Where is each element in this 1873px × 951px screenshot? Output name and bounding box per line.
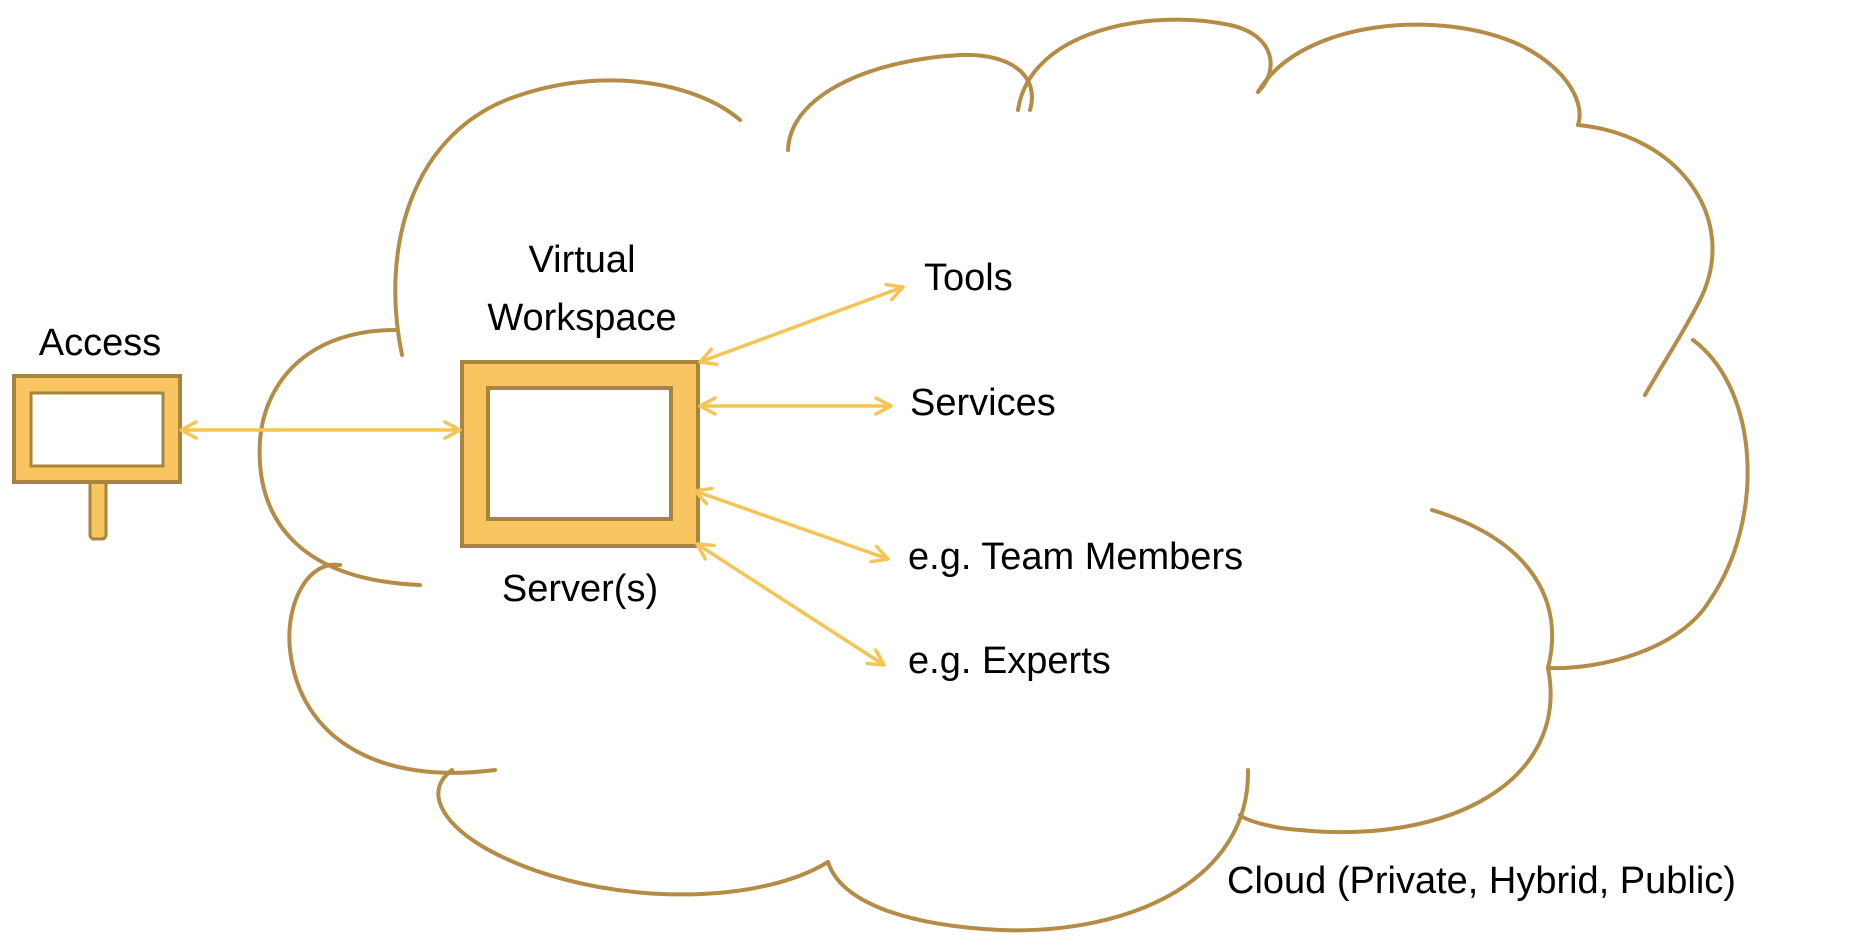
access-label: Access [39,322,161,364]
virtual-label: Virtual [528,239,635,281]
team-members-label: e.g. Team Members [908,536,1243,578]
experts-label: e.g. Experts [908,640,1111,682]
workspace-to-experts-arrow [695,542,886,667]
workspace-to-tools-arrow [698,282,905,367]
server-label: Server(s) [502,568,658,610]
workspace-label: Workspace [487,297,676,339]
terminal-stand [88,475,108,541]
tools-label: Tools [924,257,1013,299]
cloud-shape [257,17,1750,933]
access-terminal [12,374,182,541]
virtual-workspace-server [460,360,700,548]
connection-arrows [179,282,905,667]
cloud-label: Cloud (Private, Hybrid, Public) [1227,860,1736,902]
services-label: Services [910,382,1056,424]
terminal-screen [29,391,165,468]
server-screen [486,386,673,521]
workspace-to-team-members-arrow [693,486,890,564]
